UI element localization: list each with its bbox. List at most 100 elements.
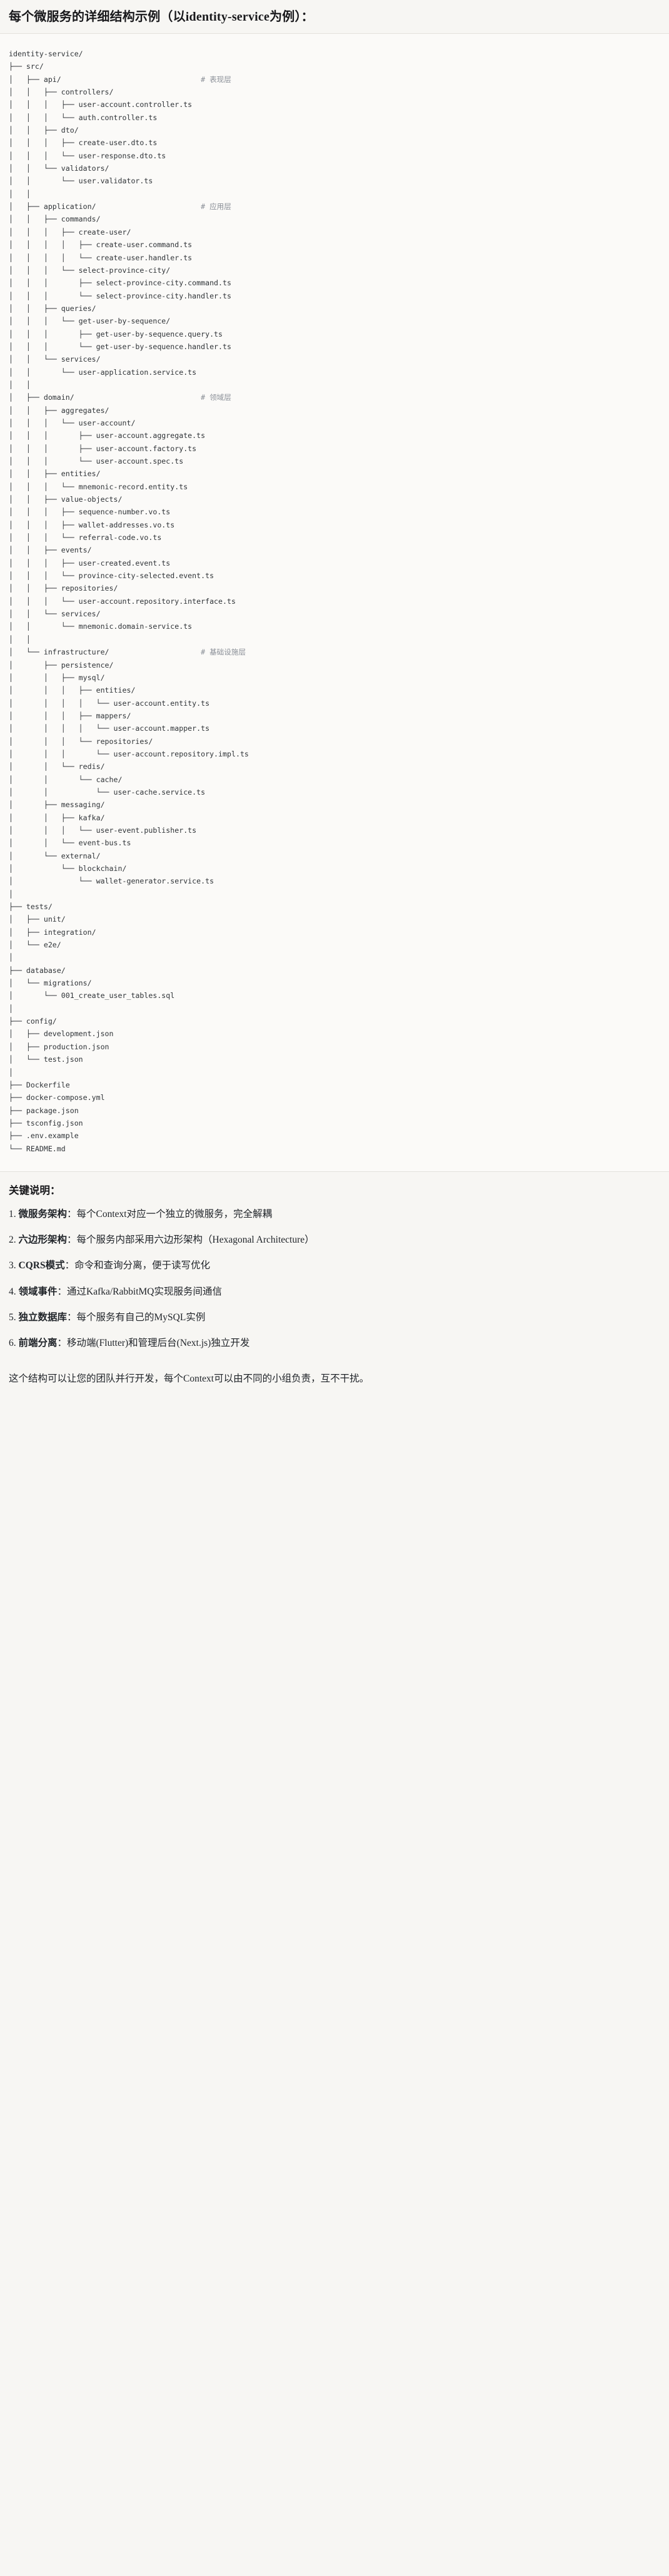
tree-line-path: ├── package.json xyxy=(9,1106,79,1115)
tree-line-path: │ │ ├── commands/ xyxy=(9,215,101,224)
tree-line: │ │ ├── controllers/ xyxy=(9,86,660,98)
tree-line-comment: # 领域层 xyxy=(74,393,231,402)
tree-line: │ xyxy=(9,1002,660,1015)
tree-line-path: │ │ └── redis/ xyxy=(9,762,105,771)
tree-line: │ │ └── user-application.service.ts xyxy=(9,366,660,379)
tree-line: │ └── test.json xyxy=(9,1053,660,1066)
tree-line-path: │ │ │ │ ├── create-user.command.ts xyxy=(9,240,193,250)
tree-line-path: │ │ xyxy=(9,380,31,389)
tree-line: │ │ ├── queries/ xyxy=(9,302,660,315)
key-point-item: 独立数据库：每个服务有自己的MySQL实例 xyxy=(9,1310,660,1325)
tree-line: │ │ ├── aggregates/ xyxy=(9,404,660,417)
tree-line-path: │ │ ├── controllers/ xyxy=(9,88,114,97)
tree-line-path: ├── tsconfig.json xyxy=(9,1118,83,1128)
tree-line: │ └── wallet-generator.service.ts xyxy=(9,875,660,887)
tree-line-path: ├── .env.example xyxy=(9,1131,79,1141)
tree-line-path: │ │ │ └── user-account.spec.ts xyxy=(9,457,184,466)
key-point-term: 六边形架构 xyxy=(18,1235,68,1246)
tree-line-path: │ ├── api/ xyxy=(9,74,61,84)
tree-line: │ │ └── event-bus.ts xyxy=(9,837,660,849)
tree-line-path: │ │ │ └── mnemonic-record.entity.ts xyxy=(9,482,188,491)
tree-line: │ ├── persistence/ xyxy=(9,659,660,671)
tree-line: │ │ │ │ └── user-account.mapper.ts xyxy=(9,722,660,735)
tree-line-path: │ │ │ └── user-response.dto.ts xyxy=(9,151,166,160)
tree-line-path: │ └── infrastructure/ xyxy=(9,648,109,657)
tree-line: ├── database/ xyxy=(9,964,660,977)
tree-line-path: │ │ ├── kafka/ xyxy=(9,813,105,822)
tree-line: │ │ │ └── get-user-by-sequence.handler.t… xyxy=(9,340,660,353)
tree-line-path: │ │ │ └── user-account.repository.interf… xyxy=(9,596,236,606)
tree-line: │ │ │ └── province-city-selected.event.t… xyxy=(9,569,660,582)
tree-line: │ xyxy=(9,951,660,964)
tree-line: └── README.md xyxy=(9,1143,660,1155)
key-point-description: ：通过Kafka/RabbitMQ实现服务间通信 xyxy=(57,1286,222,1297)
tree-line-path: │ └── test.json xyxy=(9,1055,83,1064)
tree-line: │ └── external/ xyxy=(9,850,660,862)
tree-line-path: │ │ │ ├── entities/ xyxy=(9,686,136,695)
key-point-description: ：移动端(Flutter)和管理后台(Next.js)独立开发 xyxy=(57,1338,250,1349)
tree-line-path: │ │ │ ├── get-user-by-sequence.query.ts xyxy=(9,329,223,339)
tree-line-path: └── README.md xyxy=(9,1144,66,1153)
tree-line-path: │ ├── unit/ xyxy=(9,915,66,924)
tree-line-path: │ │ │ └── repositories/ xyxy=(9,736,153,746)
tree-line-path: │ │ │ ├── user-account.factory.ts xyxy=(9,444,197,453)
tree-line: identity-service/ xyxy=(9,48,660,60)
tree-line: │ │ │ ├── user-account.factory.ts xyxy=(9,442,660,455)
tree-line: │ │ │ ├── user-account.controller.ts xyxy=(9,98,660,111)
tree-line-path: │ │ └── validators/ xyxy=(9,164,109,173)
tree-line: │ ├── integration/ xyxy=(9,926,660,939)
tree-line-path: │ │ ├── entities/ xyxy=(9,469,101,479)
key-point-description: ：每个Context对应一个独立的微服务，完全解耦 xyxy=(67,1208,273,1219)
tree-line: ├── package.json xyxy=(9,1104,660,1117)
tree-line: ├── docker-compose.yml xyxy=(9,1091,660,1104)
tree-line: │ └── 001_create_user_tables.sql xyxy=(9,989,660,1002)
tree-line-path: │ │ │ ├── create-user.dto.ts xyxy=(9,138,158,148)
tree-line: │ │ │ │ └── create-user.handler.ts xyxy=(9,252,660,264)
tree-line-path: │ │ │ │ └── create-user.handler.ts xyxy=(9,253,193,262)
key-point-term: 微服务架构 xyxy=(18,1208,68,1219)
tree-line-path: │ │ ├── dto/ xyxy=(9,126,79,135)
key-point-description: ：每个服务有自己的MySQL实例 xyxy=(67,1311,206,1323)
key-point-item: 六边形架构：每个服务内部采用六边形架构（Hexagonal Architectu… xyxy=(9,1233,660,1247)
tree-line: │ │ │ ├── entities/ xyxy=(9,684,660,696)
tree-line: │ │ │ └── user-account/ xyxy=(9,417,660,429)
tree-line-path: │ ├── development.json xyxy=(9,1029,114,1039)
tree-line: ├── .env.example xyxy=(9,1129,660,1142)
tree-line-path: identity-service/ xyxy=(9,49,83,58)
tree-line-path: │ │ │ ├── create-user/ xyxy=(9,227,131,237)
directory-tree-code-block: identity-service/├── src/│ ├── api/ # 表现… xyxy=(0,34,669,1171)
tree-line-path: ├── tests/ xyxy=(9,902,53,912)
tree-line: │ │ ├── repositories/ xyxy=(9,582,660,594)
tree-line: │ │ ├── value-objects/ xyxy=(9,493,660,506)
tree-line: │ │ └── services/ xyxy=(9,353,660,365)
tree-line: │ └── e2e/ xyxy=(9,939,660,951)
tree-line-path: │ │ │ │ └── user-account.mapper.ts xyxy=(9,724,210,733)
tree-line-path: │ ├── production.json xyxy=(9,1042,109,1051)
tree-line-comment: # 表现层 xyxy=(61,74,231,84)
tree-line: │ │ │ └── user-account.repository.impl.t… xyxy=(9,748,660,760)
tree-line-path: │ │ │ ├── select-province-city.command.t… xyxy=(9,278,231,288)
tree-line-path: │ │ ├── repositories/ xyxy=(9,584,118,593)
tree-line-path: │ │ └── mnemonic.domain-service.ts xyxy=(9,622,193,631)
tree-line: │ ├── development.json xyxy=(9,1027,660,1040)
tree-line: │ └── blockchain/ xyxy=(9,862,660,875)
tree-line: │ │ └── services/ xyxy=(9,608,660,620)
key-point-item: CQRS模式：命令和查询分离，便于读写优化 xyxy=(9,1258,660,1273)
tree-line-path: ├── database/ xyxy=(9,965,66,975)
tree-line-path: │ xyxy=(9,1067,13,1077)
tree-line-path: │ │ └── event-bus.ts xyxy=(9,838,131,848)
key-point-term: CQRS模式 xyxy=(18,1260,65,1271)
tree-line-path: │ └── wallet-generator.service.ts xyxy=(9,877,214,886)
tree-line-path: │ xyxy=(9,1004,13,1013)
tree-line: │ │ │ └── user-event.publisher.ts xyxy=(9,824,660,837)
tree-line-path: │ │ └── services/ xyxy=(9,355,101,364)
key-points-section: 关键说明： 微服务架构：每个Context对应一个独立的微服务，完全解耦六边形架… xyxy=(0,1172,669,1368)
tree-line-path: │ │ │ ├── user-created.event.ts xyxy=(9,558,171,568)
tree-line-path: │ │ xyxy=(9,634,31,644)
tree-line-path: │ │ └── services/ xyxy=(9,609,101,619)
tree-line-path: │ │ │ └── province-city-selected.event.t… xyxy=(9,571,214,581)
tree-line-path: │ │ │ └── user-event.publisher.ts xyxy=(9,825,197,835)
tree-line-path: │ │ │ ├── sequence-number.vo.ts xyxy=(9,507,171,517)
tree-line-path: │ └── migrations/ xyxy=(9,979,92,988)
tree-line: │ │ │ └── user-account.spec.ts xyxy=(9,455,660,467)
